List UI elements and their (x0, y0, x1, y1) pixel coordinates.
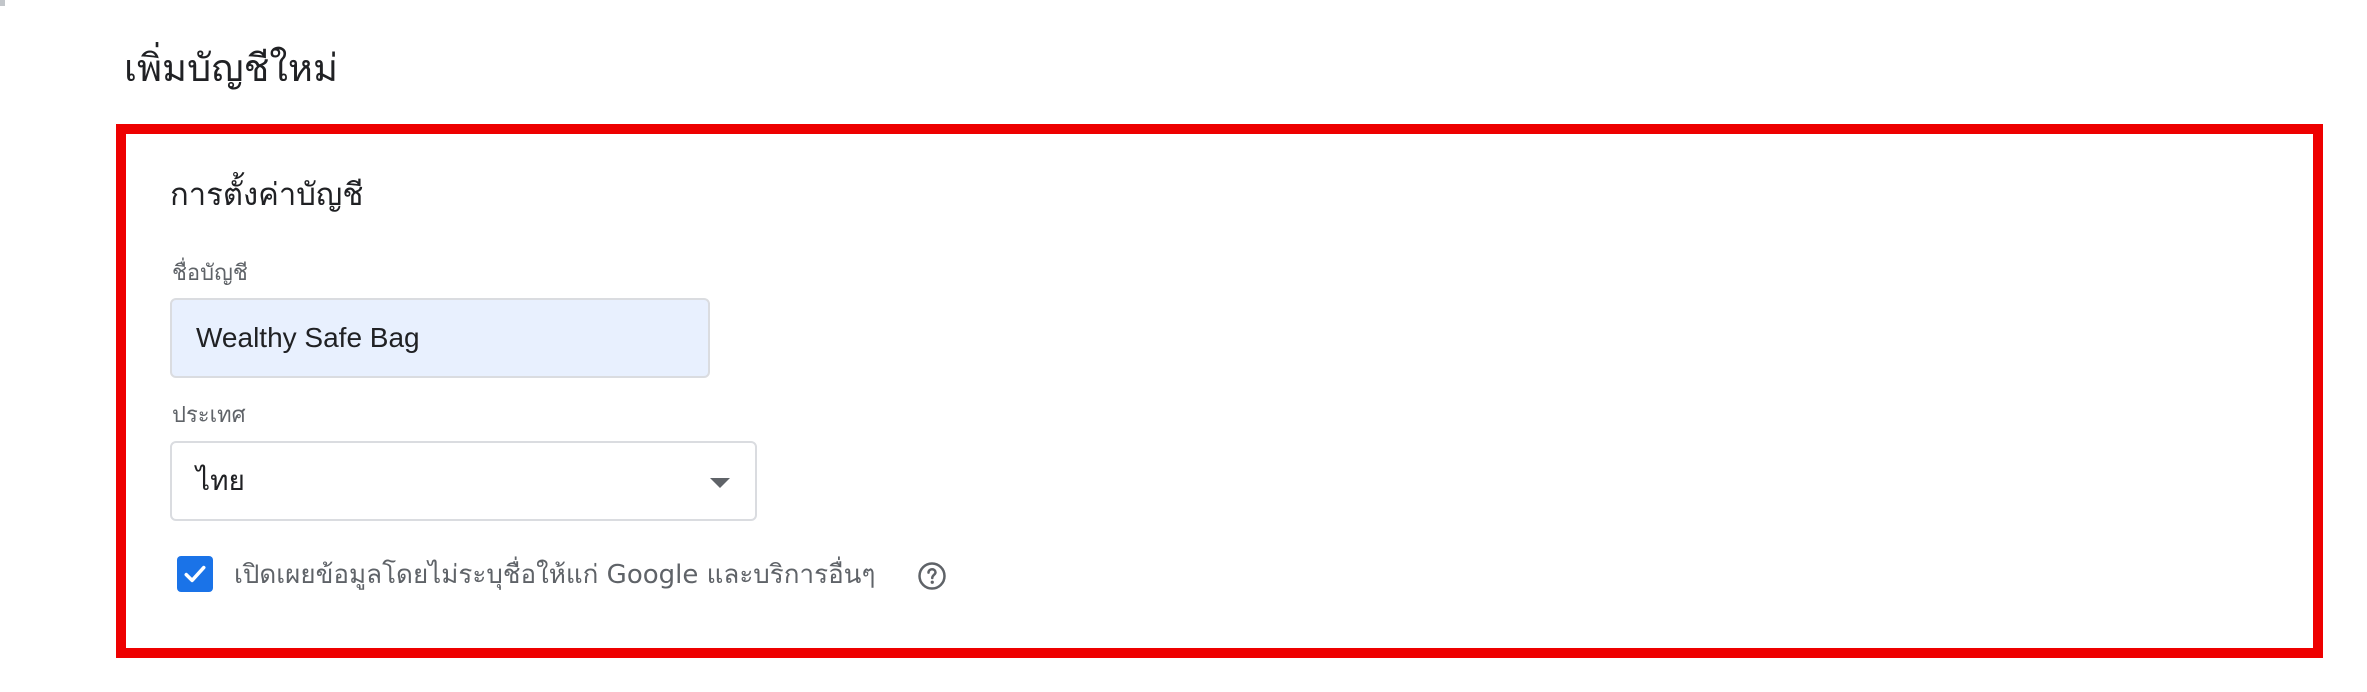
account-name-label: ชื่อบัญชี (172, 261, 248, 286)
page-title: เพิ่มบัญชีใหม่ (124, 46, 339, 90)
share-data-checkbox[interactable] (177, 556, 213, 592)
section-title: การตั้งค่าบัญชี (170, 177, 364, 213)
account-name-input[interactable] (170, 298, 710, 378)
country-selected-value: ไทย (196, 464, 245, 497)
check-icon (184, 565, 206, 583)
country-select[interactable]: ไทย (170, 441, 757, 521)
share-data-label: เปิดเผยข้อมูลโดยไม่ระบุชื่อให้แก่ Google… (234, 560, 876, 590)
chevron-down-icon (710, 478, 730, 488)
edge-mark (0, 0, 5, 6)
help-circle-icon[interactable] (917, 561, 947, 591)
country-label: ประเทศ (172, 403, 246, 428)
account-settings-card (122, 130, 2317, 652)
highlight-box (116, 124, 2323, 658)
